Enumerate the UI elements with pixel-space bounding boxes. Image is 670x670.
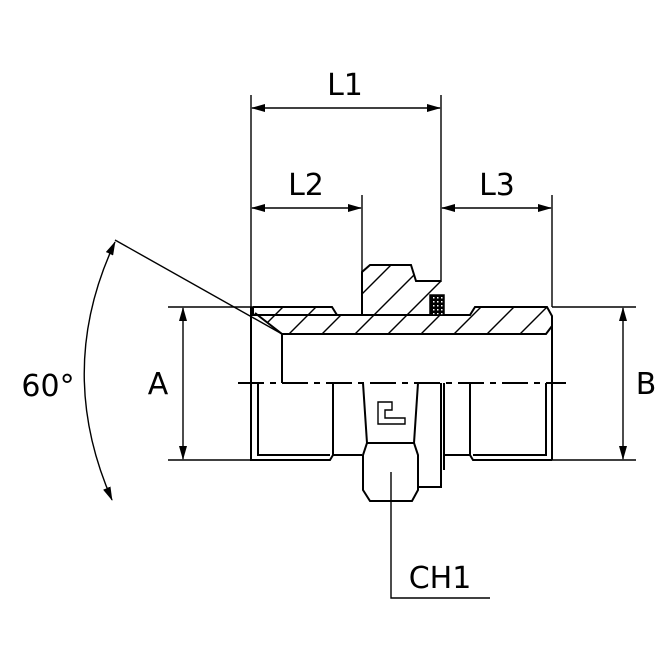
label-b: B — [636, 367, 657, 402]
o-ring — [429, 294, 445, 316]
hatch-line — [315, 265, 397, 334]
body-section-outline — [252, 264, 553, 460]
hatch-line — [613, 260, 670, 340]
label-angle: 60° — [21, 369, 74, 404]
dimension-lines — [83, 104, 627, 599]
label-l1: L1 — [327, 68, 363, 103]
label-ch1: CH1 — [409, 561, 472, 596]
hatch-line — [513, 265, 552, 334]
ch1-leader — [390, 472, 490, 599]
logo-icon — [377, 401, 406, 425]
section-hatch — [253, 260, 670, 340]
dim-angle — [83, 241, 116, 501]
hatch-line — [381, 265, 463, 334]
hatch-line — [282, 265, 364, 334]
hatch-line — [546, 265, 552, 334]
label-l3: L3 — [479, 168, 515, 203]
hatch-line — [414, 265, 496, 334]
hatch-line — [253, 265, 331, 334]
label-a: A — [148, 367, 169, 402]
hatch-line — [447, 265, 529, 334]
hatch-line — [480, 265, 552, 334]
hatch-line — [580, 260, 660, 340]
body-lower-outline — [250, 307, 552, 502]
label-l2: L2 — [288, 168, 324, 203]
extension-lines — [114, 95, 636, 461]
